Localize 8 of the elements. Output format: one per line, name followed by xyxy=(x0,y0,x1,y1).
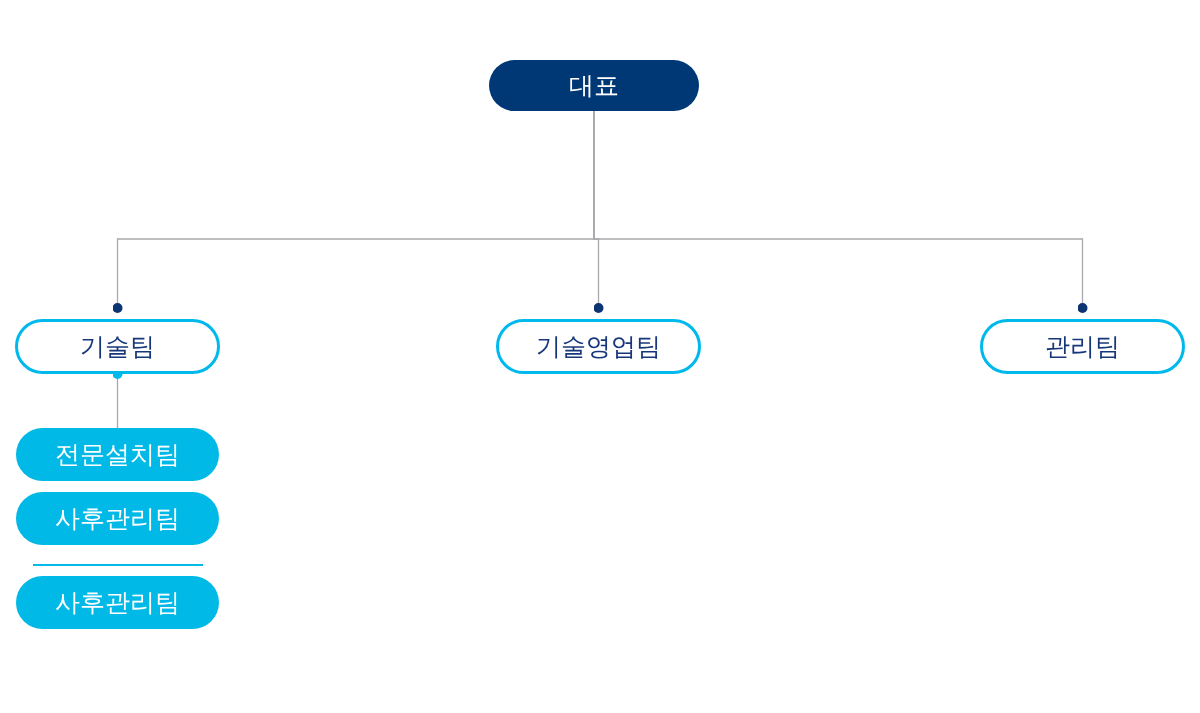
sub-team-box: 전문설치팀 xyxy=(16,428,219,481)
sub-team-box: 사후관리팀 xyxy=(16,492,219,545)
team-box: 기술영업팀 xyxy=(496,319,701,374)
connector-line xyxy=(593,110,1088,313)
team-box: 기술팀 xyxy=(15,319,220,374)
team-box: 관리팀 xyxy=(980,319,1185,374)
sub-team-box: 사후관리팀 xyxy=(16,576,219,629)
head-box: 대표 xyxy=(489,60,699,111)
